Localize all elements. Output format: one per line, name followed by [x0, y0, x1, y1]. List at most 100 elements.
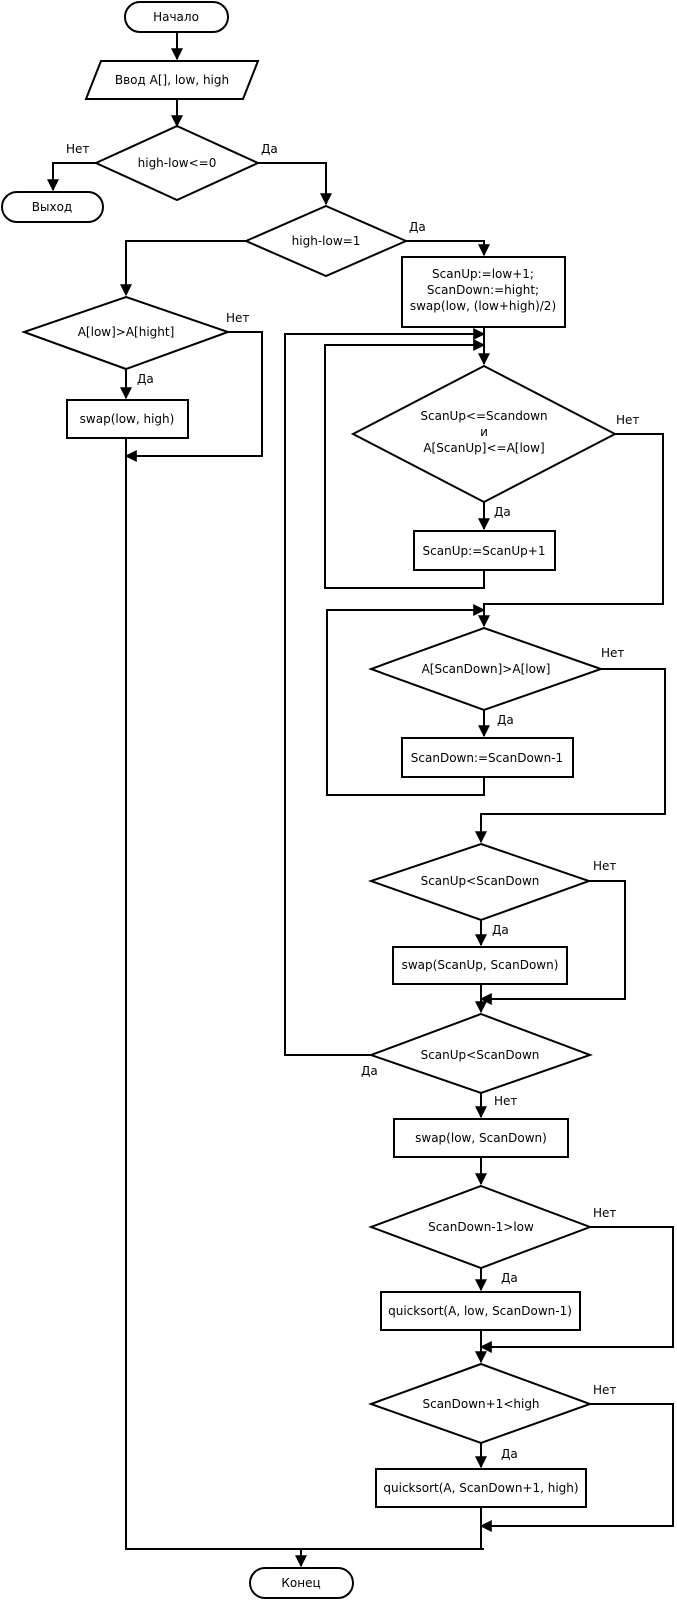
node-cond1: high-low<=0 — [93, 124, 261, 202]
init-line-2: ScanDown:=hight; — [427, 283, 539, 297]
label-yes: Да — [501, 1271, 518, 1285]
node-inc-up: ScanUp:=ScanUp+1 — [413, 530, 556, 571]
process-shape — [380, 1291, 581, 1331]
decision-shape — [367, 842, 593, 922]
node-cond-swap: ScanUp<ScanDown — [367, 842, 593, 922]
node-init: ScanUp:=low+1; ScanDown:=hight; swap(low… — [401, 256, 566, 328]
edge-condright-no — [479, 1403, 674, 1532]
terminator-shape — [249, 1567, 354, 1599]
input-text: Ввод A[], low, high — [115, 73, 229, 87]
qs-right-text: quicksort(A, ScanDown+1, high) — [383, 1481, 578, 1495]
node-swap-ud: swap(ScanUp, ScanDown) — [392, 946, 568, 985]
edge-cond2-init — [406, 240, 490, 257]
process-shape — [375, 1468, 587, 1508]
label-yes: Да — [494, 505, 511, 519]
edge-down-loop — [326, 604, 486, 796]
cond2-text: high-low=1 — [292, 234, 361, 248]
node-qs-left: quicksort(A, low, ScanDown-1) — [380, 1291, 581, 1331]
cond-loop-text: ScanUp<ScanDown — [421, 1048, 540, 1062]
process-shape — [393, 1118, 569, 1158]
cond3-text: A[low]>A[hight] — [78, 325, 175, 339]
label-yes: Да — [409, 220, 426, 234]
decision-shape — [93, 124, 261, 202]
terminator-shape — [1, 191, 104, 223]
node-cond-down: A[ScanDown]>A[low] — [368, 626, 605, 712]
cond-right-text: ScanDown+1<high — [422, 1397, 539, 1411]
node-input: Ввод A[], low, high — [84, 60, 260, 100]
node-exit: Выход — [1, 191, 104, 223]
label-yes: Да — [261, 142, 278, 156]
exit-text: Выход — [32, 200, 72, 214]
label-yes: Да — [497, 713, 514, 727]
branch-labels: Нет Да Да Нет Да Нет Да Нет Да Нет Да Да… — [66, 142, 639, 1461]
init-line-3: swap(low, (low+high)/2) — [410, 299, 556, 313]
process-shape — [66, 399, 189, 439]
decision-shape — [243, 204, 409, 278]
node-swap-ld: swap(low, ScanDown) — [393, 1118, 569, 1158]
label-no: Нет — [593, 1206, 616, 1220]
node-end: Конец — [249, 1567, 354, 1599]
terminator-shape — [124, 1, 229, 33]
node-cond-loop: ScanUp<ScanDown — [368, 1012, 593, 1095]
label-no: Нет — [494, 1094, 517, 1108]
node-qs-right: quicksort(A, ScanDown+1, high) — [375, 1468, 587, 1508]
edge-outer-loop — [284, 328, 486, 1056]
label-yes: Да — [501, 1447, 518, 1461]
cond-swap-text: ScanUp<ScanDown — [421, 874, 540, 888]
inc-up-text: ScanUp:=ScanUp+1 — [423, 544, 546, 558]
label-no: Нет — [593, 859, 616, 873]
parallelogram-shape — [84, 60, 260, 100]
node-swap-lh: swap(low, high) — [66, 399, 189, 439]
label-yes: Да — [492, 923, 509, 937]
label-no: Нет — [226, 311, 249, 325]
swap-ld-text: swap(low, ScanDown) — [415, 1131, 547, 1145]
decision-shape — [368, 1012, 593, 1095]
node-cond2: high-low=1 — [243, 204, 409, 278]
swap-ud-text: swap(ScanUp, ScanDown) — [402, 958, 559, 972]
decision-shape — [368, 1184, 593, 1270]
cond1-text: high-low<=0 — [138, 156, 217, 170]
qs-left-text: quicksort(A, low, ScanDown-1) — [388, 1304, 572, 1318]
cond-down-text: A[ScanDown]>A[low] — [422, 662, 551, 676]
edge-up-loop — [324, 339, 486, 589]
end-text: Конец — [281, 1576, 320, 1590]
process-shape — [392, 946, 568, 985]
edge-cond2-cond3 — [120, 240, 246, 297]
edge-cond1-exit — [47, 162, 96, 192]
edge-cond1-cond2 — [258, 162, 332, 206]
node-dec-down: ScanDown:=ScanDown-1 — [401, 737, 574, 778]
node-cond3: A[low]>A[hight] — [20, 295, 232, 371]
init-line-1: ScanUp:=low+1; — [432, 267, 534, 281]
label-no: Нет — [616, 413, 639, 427]
cond-up-line-1: ScanUp<=Scandown — [420, 409, 547, 423]
process-shape — [401, 737, 574, 778]
node-cond-left: ScanDown-1>low — [368, 1184, 593, 1270]
dec-down-text: ScanDown:=ScanDown-1 — [411, 751, 563, 765]
decision-shape — [350, 364, 618, 504]
process-shape — [401, 256, 566, 328]
swap-lh-text: swap(low, high) — [80, 412, 175, 426]
label-no: Нет — [593, 1383, 616, 1397]
label-yes: Да — [137, 372, 154, 386]
node-start: Начало — [124, 1, 229, 33]
label-no: Нет — [66, 142, 89, 156]
edge-condleft-no — [479, 1226, 674, 1353]
cond-up-line-3: A[ScanUp]<=A[low] — [423, 441, 544, 455]
process-shape — [413, 530, 556, 571]
edge-left-to-end — [125, 438, 484, 1550]
node-cond-right: ScanDown+1<high — [368, 1362, 593, 1445]
edge-cond3-no — [124, 331, 263, 462]
decision-shape — [368, 626, 605, 712]
label-yes: Да — [361, 1064, 378, 1078]
decision-shape — [20, 295, 232, 371]
decision-shape — [368, 1362, 593, 1445]
connectors — [47, 32, 674, 1568]
node-cond-up: ScanUp<=Scandown и A[ScanUp]<=A[low] — [350, 364, 618, 504]
start-text: Начало — [153, 10, 199, 24]
cond-up-line-2: и — [480, 425, 488, 439]
edge-conddown-no — [475, 668, 666, 844]
edge-condswap-no — [479, 880, 626, 1005]
label-no: Нет — [601, 646, 624, 660]
cond-left-text: ScanDown-1>low — [428, 1220, 534, 1234]
